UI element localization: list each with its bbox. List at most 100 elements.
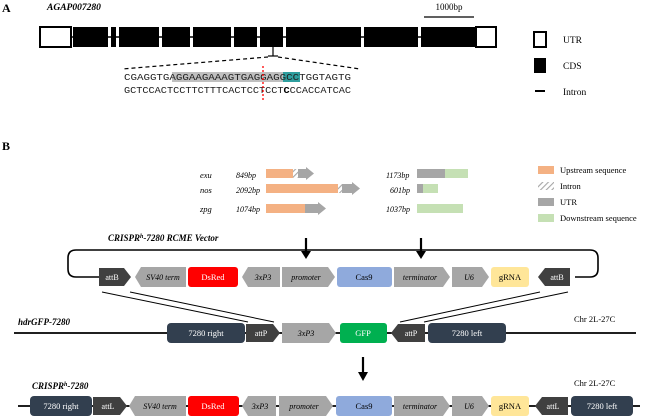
vector-attb-right-label: attB: [550, 273, 563, 282]
hdr-title: hdrGFP-7280: [18, 317, 71, 327]
down-arrow-icon: [416, 238, 426, 259]
vector-promoter-label: promoter: [290, 273, 321, 282]
vector-cas9-label: Cas9: [356, 272, 373, 282]
vector-3xp3: [242, 267, 280, 287]
hdr-7280-left-label: 7280 left: [452, 328, 483, 338]
down-arrow-icon: [301, 238, 311, 259]
panel-b-label: B: [2, 139, 10, 153]
cds-exon: [234, 27, 257, 47]
result-dsred-label: DsRed: [201, 401, 225, 411]
cds-exon: [364, 27, 418, 47]
result-u6-label: U6: [464, 402, 474, 411]
hdr-attp-right: [391, 324, 425, 342]
result-7280-right-label: 7280 right: [43, 401, 79, 411]
result-promoter: [279, 396, 333, 416]
downstream-size: 1037bp: [386, 205, 410, 214]
vector-attb-right: [538, 268, 570, 286]
upstream-bar: [266, 169, 293, 178]
utr-5-box: [39, 26, 72, 48]
intron-bar: [293, 169, 298, 178]
hdr-7280-right: [167, 323, 245, 343]
promoter-name: nos: [200, 185, 213, 195]
result-u6: [452, 396, 489, 416]
cds-exon: [119, 27, 159, 47]
upstream-bar: [266, 204, 305, 213]
result-promoter-label: promoter: [288, 402, 319, 411]
vector-u6-label: U6: [464, 273, 474, 282]
vector-cassette: attB SV40 term DsRed 3xP3 promoter Cas9 …: [99, 267, 570, 287]
legend-cds-swatch: [534, 58, 546, 73]
utr-arrow: [342, 182, 360, 195]
scale-label: 1000bp: [436, 2, 464, 12]
vector-attb-left-label: attB: [105, 273, 118, 282]
downstream-size: 1173bp: [386, 171, 409, 180]
cds-exon: [193, 27, 231, 47]
upstream-bar: [266, 184, 338, 193]
gene-model: [39, 26, 497, 48]
legend-downstream-swatch: [538, 214, 554, 222]
vector-promoter: [282, 267, 335, 287]
promoter-row-zpg: zpg 1074bp 1037bp: [199, 202, 463, 215]
gene-name: AGAP007280: [46, 3, 101, 13]
upstream-size: 1074bp: [236, 205, 260, 214]
legend-utr-label: UTR: [563, 36, 583, 46]
result-cassette: 7280 right attL SV40 term DsRed 3xP3 pro…: [30, 396, 633, 416]
recombination-line: [101, 291, 249, 323]
downstream-bar: [423, 184, 438, 193]
promoter-name: zpg: [199, 204, 212, 214]
result-terminator-label: terminator: [403, 402, 438, 411]
hdr-attp-left: [246, 324, 280, 342]
pam-highlight: [283, 72, 300, 82]
hdr-gfp-label: GFP: [355, 328, 371, 338]
down-arrow-icon: [358, 357, 368, 381]
vector-attb-left: [99, 268, 131, 286]
vector-3xp3-label: 3xP3: [254, 273, 271, 282]
result-attl-left: [93, 397, 127, 415]
utr-arrow: [298, 167, 314, 180]
result-sv40-term-label: SV40 term: [143, 402, 177, 411]
result-dsred: [188, 396, 239, 416]
cds-exon: [111, 27, 116, 47]
zoom-line-left: [121, 56, 269, 70]
vector-grna-label: gRNA: [499, 272, 522, 282]
vector-dsred-label: DsRed: [201, 272, 225, 282]
hdr-cassette: 7280 right attP 3xP3 GFP attP 7280 left: [167, 323, 506, 343]
cds-exon: [162, 27, 190, 47]
result-title: CRISPRh-7280: [32, 381, 89, 391]
cds-exon: [73, 27, 108, 47]
vector-terminator-label: terminator: [403, 273, 438, 282]
downstream-size: 601bp: [390, 186, 410, 195]
promoter-name: exu: [200, 170, 212, 180]
hdr-gfp: [340, 323, 387, 343]
vector-cas9: [337, 267, 392, 287]
zoom-line-right: [277, 56, 361, 70]
result-sv40-term: [129, 396, 186, 416]
recombination-line: [423, 291, 569, 323]
result-grna-label: gRNA: [499, 401, 522, 411]
vector-sv40-term: [135, 267, 186, 287]
utr-bar: [417, 169, 445, 178]
legend-upstream-swatch: [538, 166, 554, 174]
result-attl-right: [535, 397, 568, 415]
result-cas9-label: Cas9: [356, 401, 373, 411]
vector-sv40-term-label: SV40 term: [146, 273, 180, 282]
cds-exon: [286, 27, 361, 47]
hdr-3xp3-label: 3xP3: [297, 329, 314, 338]
result-attl-right-label: attL: [547, 402, 560, 411]
legend-intron-label: Intron: [560, 181, 582, 191]
recombination-line: [129, 291, 275, 323]
legend-upstream-label: Upstream sequence: [560, 165, 627, 175]
upstream-size: 2092bp: [236, 186, 260, 195]
vector-backbone: [67, 249, 599, 278]
panel-a-label: A: [2, 1, 11, 15]
vector-u6: [452, 267, 489, 287]
promoter-row-nos: nos 2092bp 601bp: [200, 182, 438, 195]
panel-b-legend: Upstream sequence Intron UTR Downstream …: [538, 165, 637, 223]
result-chr-label: Chr 2L-27C: [574, 378, 616, 388]
hdr-7280-left: [428, 323, 506, 343]
upstream-size: 849bp: [236, 171, 256, 180]
result-7280-left-label: 7280 left: [587, 401, 618, 411]
